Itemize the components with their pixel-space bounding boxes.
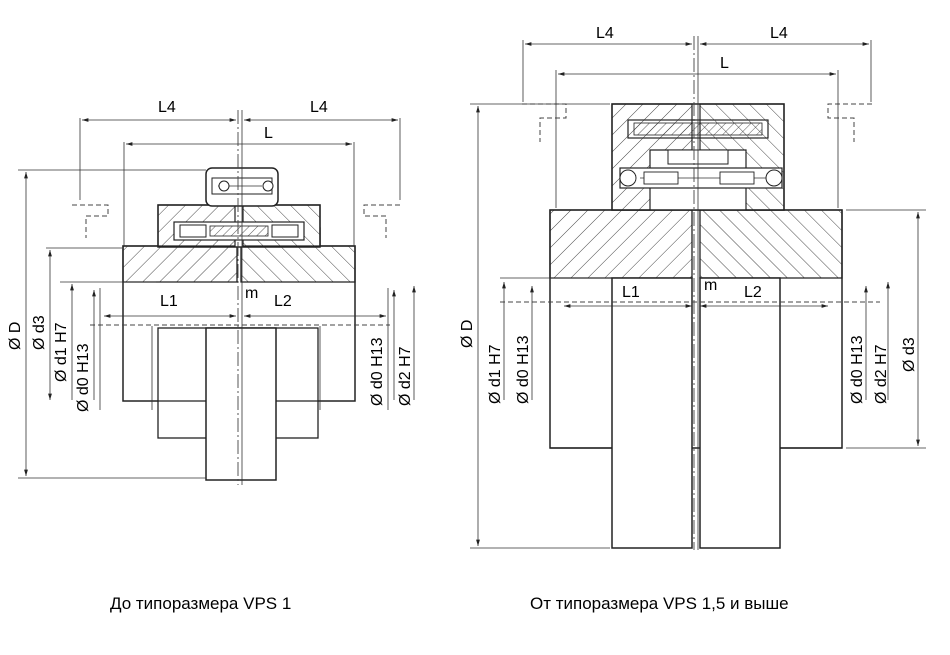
left-dim-l4-left: L4 — [158, 99, 176, 116]
left-dim-diameter-D: Ø D — [7, 322, 24, 350]
right-dim-m: m — [704, 277, 717, 294]
left-dim-l1: L1 — [160, 293, 178, 310]
left-dim-diameter-d0-left: Ø d0 H13 — [75, 343, 92, 412]
right-dim-diameter-d3: Ø d3 — [901, 337, 918, 372]
right-dim-l1: L1 — [622, 284, 640, 301]
right-caption: От типоразмера VPS 1,5 и выше — [530, 594, 789, 613]
right-dim-diameter-d1: Ø d1 H7 — [487, 344, 504, 404]
left-dim-diameter-d0-right: Ø d0 H13 — [369, 337, 386, 406]
right-l4-marker-left — [522, 103, 567, 142]
left-dim-diameter-d1: Ø d1 H7 — [53, 322, 70, 382]
right-l4-marker-right — [827, 103, 872, 142]
right-dim-diameter-d0-right: Ø d0 H13 — [849, 335, 866, 404]
left-coupling-body — [122, 167, 356, 481]
right-dim-l4-right: L4 — [770, 25, 788, 42]
left-dim-l2: L2 — [274, 293, 292, 310]
left-l4-marker-right — [363, 204, 400, 238]
right-coupling-diagram: L4 L4 L L1 m L2 Ø D Ø d1 H7 Ø d0 H13 Ø d… — [459, 25, 926, 613]
right-dim-l: L — [720, 55, 729, 72]
left-dim-diameter-d2: Ø d2 H7 — [397, 346, 414, 406]
right-dim-diameter-d2: Ø d2 H7 — [873, 344, 890, 404]
right-coupling-body — [549, 103, 843, 549]
right-dim-diameter-D: Ø D — [459, 320, 476, 348]
left-l4-marker-left — [72, 204, 109, 238]
right-dim-l4-left: L4 — [596, 25, 614, 42]
left-dim-m: m — [245, 285, 258, 302]
left-caption: До типоразмера VPS 1 — [110, 594, 291, 613]
left-dim-l: L — [264, 125, 273, 142]
left-dim-diameter-d3: Ø d3 — [31, 315, 48, 350]
left-dim-l4-right: L4 — [310, 99, 328, 116]
right-dim-diameter-d0-left: Ø d0 H13 — [515, 335, 532, 404]
right-dim-l2: L2 — [744, 284, 762, 301]
left-coupling-diagram: L4 L4 L L1 m L2 Ø D Ø d3 Ø d1 H7 Ø d0 H1… — [7, 99, 416, 613]
